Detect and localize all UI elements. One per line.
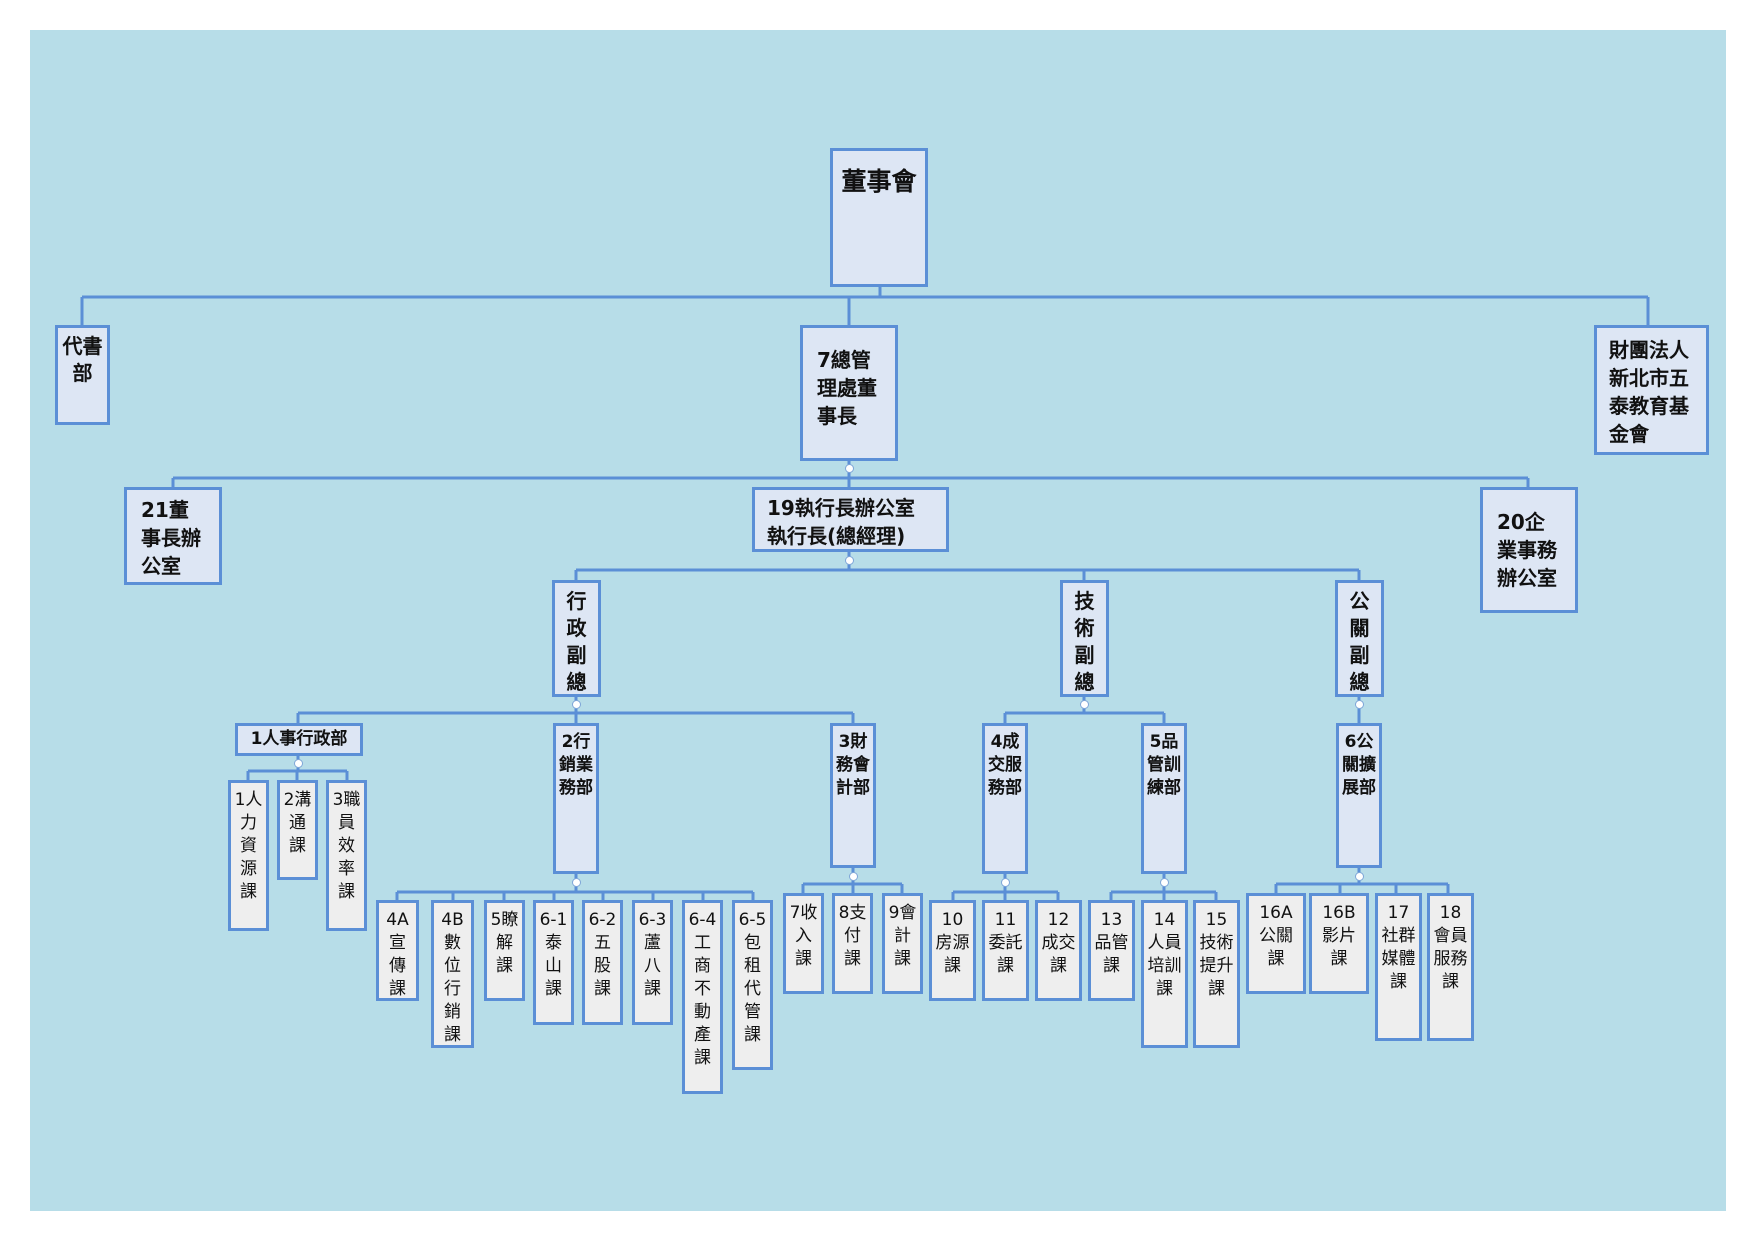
section-node[interactable]: 13品管課: [1088, 900, 1135, 1001]
collapse-dot[interactable]: [294, 759, 303, 768]
section-node[interactable]: 11委託課: [982, 900, 1029, 1001]
collapse-dot[interactable]: [845, 556, 854, 565]
section-node[interactable]: 14人員培訓課: [1141, 900, 1188, 1048]
vp-tech-node[interactable]: 技術副總: [1060, 580, 1109, 697]
section-node[interactable]: 17社群媒體課: [1375, 893, 1422, 1041]
collapse-dot[interactable]: [1355, 700, 1364, 709]
section-node[interactable]: 6-5包租代管課: [732, 900, 773, 1070]
section-node[interactable]: 3職員效率課: [326, 780, 367, 931]
section-node[interactable]: 16A公關課: [1246, 893, 1306, 994]
vp-pr-node[interactable]: 公關副總: [1335, 580, 1384, 697]
section-node[interactable]: 2溝通課: [277, 780, 318, 880]
gm-office-node[interactable]: 7總管理處董事長: [800, 325, 898, 461]
vp-admin-node[interactable]: 行政副總: [552, 580, 601, 697]
collapse-dot[interactable]: [1080, 700, 1089, 709]
corp-office-node[interactable]: 20企業事務辦公室: [1480, 487, 1578, 613]
finance-dept-node[interactable]: 3財務會計部: [830, 723, 876, 868]
section-node[interactable]: 12成交課: [1035, 900, 1082, 1001]
section-node[interactable]: 18會員服務課: [1427, 893, 1474, 1041]
sales-dept-node[interactable]: 2行銷業務部: [553, 723, 599, 874]
section-node[interactable]: 7收入課: [783, 893, 824, 994]
section-node[interactable]: 6-2五股課: [582, 900, 623, 1025]
section-node[interactable]: 4A宣傳課: [376, 900, 419, 1001]
section-node[interactable]: 16B影片課: [1309, 893, 1369, 994]
section-node[interactable]: 6-1泰山課: [533, 900, 574, 1025]
section-node[interactable]: 4B數位行銷課: [431, 900, 474, 1048]
pr-dept-node[interactable]: 6公關擴展部: [1336, 723, 1382, 868]
section-node[interactable]: 6-3蘆八課: [632, 900, 673, 1025]
board-node[interactable]: 董事會: [830, 148, 928, 287]
collapse-dot[interactable]: [1001, 878, 1010, 887]
hr-dept-node[interactable]: 1人事行政部: [235, 723, 363, 756]
section-node[interactable]: 10房源課: [929, 900, 976, 1001]
deal-dept-node[interactable]: 4成交服務部: [982, 723, 1028, 874]
collapse-dot[interactable]: [572, 878, 581, 887]
collapse-dot[interactable]: [1160, 878, 1169, 887]
section-node[interactable]: 5瞭解課: [484, 900, 525, 1001]
qc-dept-node[interactable]: 5品管訓練部: [1141, 723, 1187, 874]
ceo-office-subtitle: 執行長(總經理): [767, 524, 906, 548]
chair-office-node[interactable]: 21董事長辦公室: [124, 487, 222, 585]
scrivener-dept-node[interactable]: 代書部: [55, 325, 110, 425]
collapse-dot[interactable]: [1355, 872, 1364, 881]
section-node[interactable]: 1人力資源課: [228, 780, 269, 931]
section-node[interactable]: 9會計課: [882, 893, 923, 994]
ceo-office-title: 19執行長辦公室: [767, 496, 915, 520]
collapse-dot[interactable]: [572, 700, 581, 709]
collapse-dot[interactable]: [845, 464, 854, 473]
foundation-node[interactable]: 財團法人新北市五泰教育基金會: [1594, 325, 1709, 455]
collapse-dot[interactable]: [849, 872, 858, 881]
section-node[interactable]: 8支付課: [832, 893, 873, 994]
section-node[interactable]: 6-4工商不動產課: [682, 900, 723, 1094]
ceo-office-node[interactable]: 19執行長辦公室 執行長(總經理): [752, 487, 949, 552]
section-node[interactable]: 15技術提升課: [1193, 900, 1240, 1048]
